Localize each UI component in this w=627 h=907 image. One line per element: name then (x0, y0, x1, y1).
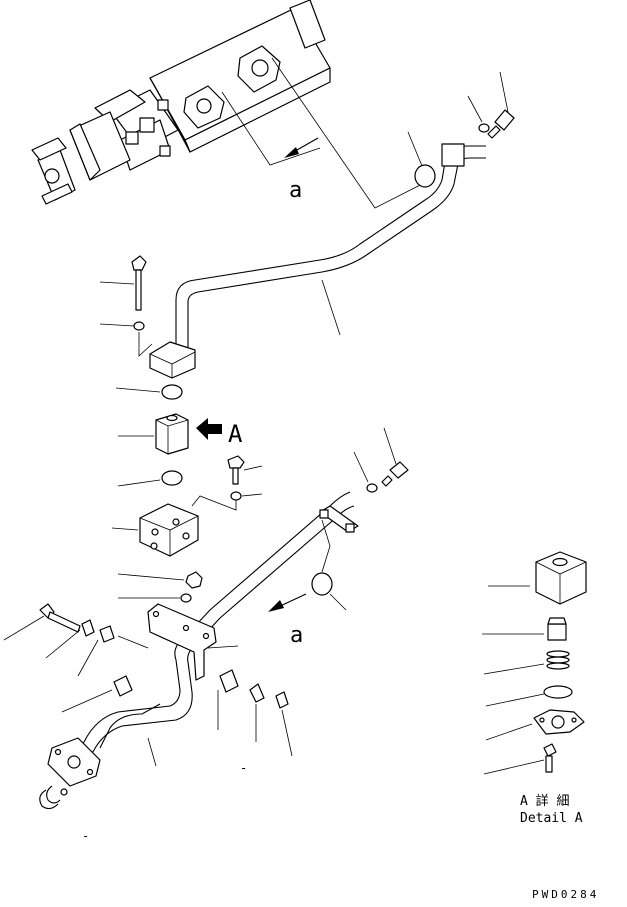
o-ring-block-lower (161, 470, 183, 486)
washer-lower-right (366, 483, 378, 493)
bolt-upper-right (487, 109, 515, 139)
washer-upper-right (478, 123, 490, 133)
bolt-left-upper (131, 255, 147, 311)
drawing-number: PWD0284 (532, 888, 599, 901)
view-label-bottom: a (290, 623, 303, 648)
o-ring-upper (414, 164, 436, 188)
leader-upper-tube (321, 279, 341, 336)
detail-a-bolt (543, 743, 557, 773)
o-ring-block-upper (161, 384, 183, 400)
detail-a-spring (546, 650, 570, 670)
tube-clamp (319, 505, 359, 533)
leader-flange-left (221, 91, 321, 166)
valve-block (155, 413, 189, 455)
view-arrow-a-top (284, 137, 319, 158)
hose-clamp (39, 785, 68, 810)
detail-a-o-ring (543, 685, 573, 699)
view-arrow-label: A (228, 420, 243, 448)
tag-text-left: - (82, 829, 89, 843)
washer-left-upper (133, 321, 145, 331)
pump-assembly (31, 0, 331, 205)
tag-text-center: - (240, 761, 247, 775)
mounting-bracket (147, 603, 217, 681)
washer-adapter (230, 491, 242, 501)
detail-title-jp: A 詳 細 (520, 793, 569, 809)
detail-title-en: Detail A (520, 811, 583, 826)
pipe-end-flange (47, 737, 101, 787)
bolt-lower-right (381, 461, 409, 487)
view-label-top: a (289, 178, 302, 203)
clip-small-2 (99, 625, 115, 643)
bolt-lower-left (39, 603, 81, 633)
view-arrow-a-bottom (268, 593, 307, 612)
bolt-adapter (227, 455, 245, 485)
washer-bracket (180, 593, 192, 603)
nut-bracket (185, 571, 203, 589)
view-a-arrow-icon (196, 418, 222, 440)
sleeve (219, 669, 239, 693)
detail-a-flange (533, 709, 585, 735)
clip-bottom-1 (249, 683, 265, 703)
upper-tube (149, 143, 486, 379)
clip-bottom-2 (275, 691, 289, 709)
leader-flange-right (271, 57, 431, 209)
spacer-collar (113, 675, 133, 697)
detail-a-block (535, 551, 587, 605)
detail-a-fitting (547, 617, 567, 641)
o-ring-lower (311, 572, 333, 596)
adapter-block (139, 503, 199, 557)
clip-small-1 (81, 619, 95, 637)
